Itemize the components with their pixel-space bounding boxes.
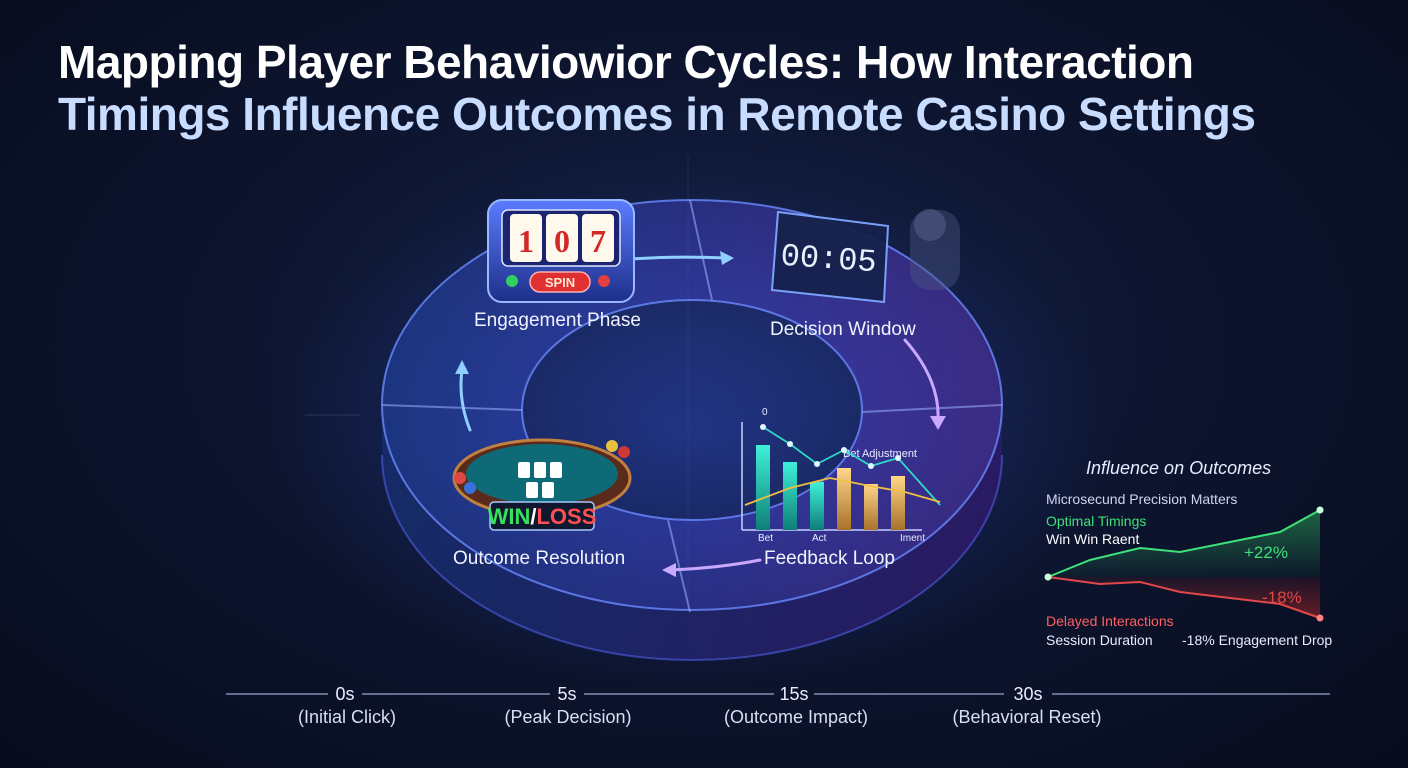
feedback-trend-line bbox=[761, 424, 941, 506]
influence-down-value: -18% bbox=[1262, 588, 1302, 607]
arrowhead-top bbox=[720, 251, 734, 265]
influence-up-end-point bbox=[1316, 506, 1324, 514]
feedback-chart-annotation: Bet Adjustment bbox=[843, 448, 917, 460]
feedback-bar-3 bbox=[810, 482, 824, 530]
phase-label-engagement: Engagement Phase bbox=[474, 310, 641, 331]
slot-machine-icon: 1 0 7 SPIN bbox=[487, 199, 635, 303]
feedback-axis-label-3: Iment bbox=[900, 533, 925, 544]
phase-label-outcome: Outcome Resolution bbox=[453, 548, 626, 569]
page-title: Mapping Player Behaviowior Cycles: How I… bbox=[58, 36, 1358, 140]
timeline-time-2: 15s bbox=[779, 684, 809, 704]
phase-label-feedback: Feedback Loop bbox=[764, 548, 895, 569]
arrowhead-left bbox=[455, 360, 469, 374]
influence-title: Influence on Outcomes bbox=[1086, 458, 1272, 478]
influence-up-line bbox=[1047, 509, 1321, 578]
timeline-time-1: 5s bbox=[557, 684, 577, 704]
feedback-chart: Bet Adjustment 0 Bet Act Iment bbox=[741, 407, 941, 544]
influence-down-line bbox=[1047, 576, 1321, 619]
win-loss-badge: WIN/LOSS bbox=[488, 501, 597, 531]
title-line-1: Mapping Player Behaviowior Cycles: How I… bbox=[58, 36, 1194, 88]
flow-arrow-left bbox=[459, 368, 472, 432]
timeline-time-3: 30s bbox=[1013, 684, 1043, 704]
timeline-desc-1: (Peak Decision) bbox=[504, 707, 632, 727]
cycle-ring-side bbox=[382, 405, 1002, 660]
influence-down-end-point bbox=[1316, 614, 1324, 622]
segment-dividers bbox=[381, 199, 1003, 613]
timer-readout: 00:05 bbox=[779, 238, 877, 282]
slot-reel-3: 7 bbox=[590, 223, 606, 259]
feedback-point-3 bbox=[814, 461, 820, 467]
influence-optimal-label: Optimal Timings bbox=[1046, 513, 1147, 529]
feedback-gold-line bbox=[744, 477, 941, 506]
influence-subtitle: Microsecund Precision Matters bbox=[1046, 491, 1238, 507]
arrowhead-right bbox=[930, 416, 946, 430]
timer-display: 00:05 bbox=[770, 209, 960, 304]
flow-arrow-right bbox=[903, 338, 940, 422]
influence-up-area bbox=[1048, 510, 1320, 577]
slot-reel-2: 0 bbox=[554, 223, 570, 259]
feedback-point-5 bbox=[868, 463, 874, 469]
slot-spin-label: SPIN bbox=[545, 275, 575, 290]
title-line-2: Timings Influence Outcomes in Remote Cas… bbox=[58, 88, 1256, 140]
influence-start-point bbox=[1044, 573, 1052, 581]
slot-reel-2-bg bbox=[546, 214, 578, 262]
feedback-point-2 bbox=[787, 441, 793, 447]
influence-chart bbox=[1044, 506, 1324, 622]
slot-reel-1-bg bbox=[510, 214, 542, 262]
feedback-point-4 bbox=[841, 447, 847, 453]
feedback-bar-5 bbox=[864, 484, 878, 530]
timeline-desc-3: (Behavioral Reset) bbox=[952, 707, 1102, 727]
feedback-bar-2 bbox=[783, 462, 797, 530]
win-loss-separator: / bbox=[530, 504, 536, 529]
feedback-chart-marker: 0 bbox=[762, 407, 768, 418]
influence-delayed-label: Delayed Interactions bbox=[1046, 613, 1174, 629]
flow-arrow-bottom bbox=[668, 558, 762, 572]
influence-down-area bbox=[1048, 577, 1320, 618]
influence-win-label: Win Win Raent bbox=[1046, 531, 1140, 547]
svg-text:WIN/LOSS: WIN/LOSS bbox=[488, 504, 597, 529]
feedback-point-1 bbox=[760, 424, 766, 430]
loss-text: LOSS bbox=[536, 504, 596, 529]
cycle-ring-side-inner bbox=[381, 454, 1003, 661]
card-table-icon bbox=[452, 438, 632, 518]
arrowhead-bottom bbox=[662, 563, 676, 577]
influence-drop-label: -18% Engagement Drop bbox=[1182, 632, 1333, 648]
feedback-bar-6 bbox=[891, 476, 905, 530]
feedback-axis-label-2: Act bbox=[812, 533, 827, 544]
timeline-desc-0: (Initial Click) bbox=[297, 707, 397, 727]
feedback-bar-4 bbox=[837, 468, 851, 530]
timeline-time-0: 0s bbox=[335, 684, 355, 704]
influence-session-label: Session Duration bbox=[1046, 632, 1153, 648]
influence-up-value: +22% bbox=[1244, 543, 1288, 562]
win-text: WIN bbox=[488, 504, 531, 529]
feedback-axis-label-1: Bet bbox=[758, 533, 773, 544]
timeline-desc-2: (Outcome Impact) bbox=[723, 707, 869, 727]
slot-reel-1: 1 bbox=[518, 223, 534, 259]
phase-label-decision: Decision Window bbox=[770, 319, 916, 340]
slot-reel-3-bg bbox=[582, 214, 614, 262]
feedback-bar-1 bbox=[756, 445, 770, 530]
feedback-point-6 bbox=[895, 455, 901, 461]
